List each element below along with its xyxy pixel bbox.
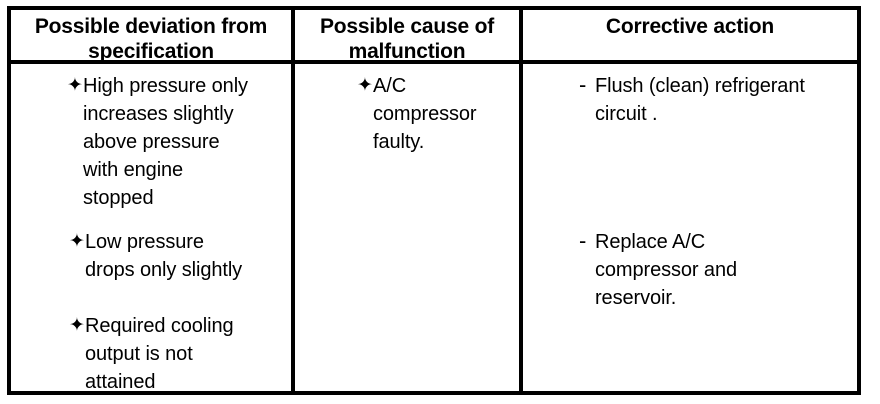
table-body-row: ✦ High pressure only increases slightly … xyxy=(11,64,857,394)
body-cell-deviation: ✦ High pressure only increases slightly … xyxy=(11,64,291,393)
list-item-text: Required cooling output is not attained xyxy=(85,315,234,393)
list-item-text: A/C compressor faulty. xyxy=(373,75,477,153)
dash-bullet-icon: ‐ xyxy=(579,72,587,97)
header-cell-deviation: Possible deviation from specification xyxy=(11,10,291,64)
list-item-text: Low pressure drops only slightly xyxy=(85,231,243,281)
header-cell-action: Corrective action xyxy=(523,10,857,64)
list-item: ‐ Flush (clean) refrigerant circuit . xyxy=(579,72,854,128)
list-item: ✦ A/C compressor faulty. xyxy=(357,72,507,156)
header-label-cause: Possible cause of malfunction xyxy=(319,15,494,63)
table-inner: Possible deviation from specification Po… xyxy=(11,10,857,394)
diamond-bullet-icon: ✦ xyxy=(67,75,83,96)
list-item: ✦ High pressure only increases slightly … xyxy=(67,72,282,212)
body-cell-cause: ✦ A/C compressor faulty. xyxy=(295,64,519,391)
list-item: ✦ Required cooling output is not attaine… xyxy=(69,312,284,396)
list-item-text: Flush (clean) refrigerant circuit . xyxy=(595,75,805,125)
header-label-deviation: Possible deviation from specification xyxy=(34,15,268,63)
list-item-text: Replace A/C compressor and reservoir. xyxy=(595,231,737,309)
list-item-text: High pressure only increases slightly ab… xyxy=(83,75,248,209)
dash-bullet-icon: ‐ xyxy=(579,228,587,253)
header-label-action: Corrective action xyxy=(605,15,775,38)
diamond-bullet-icon: ✦ xyxy=(69,315,85,336)
column-divider-2 xyxy=(519,10,523,391)
header-cell-cause: Possible cause of malfunction xyxy=(295,10,519,64)
list-item: ‐ Replace A/C compressor and reservoir. xyxy=(579,228,854,312)
troubleshooting-table: Possible deviation from specification Po… xyxy=(7,6,861,395)
table-header-row: Possible deviation from specification Po… xyxy=(11,10,857,64)
body-cell-action: ‐ Flush (clean) refrigerant circuit . ‐ … xyxy=(523,64,857,391)
diamond-bullet-icon: ✦ xyxy=(69,231,85,252)
list-item: ✦ Low pressure drops only slightly xyxy=(69,228,284,284)
column-divider-1 xyxy=(291,10,295,391)
diamond-bullet-icon: ✦ xyxy=(357,75,373,96)
